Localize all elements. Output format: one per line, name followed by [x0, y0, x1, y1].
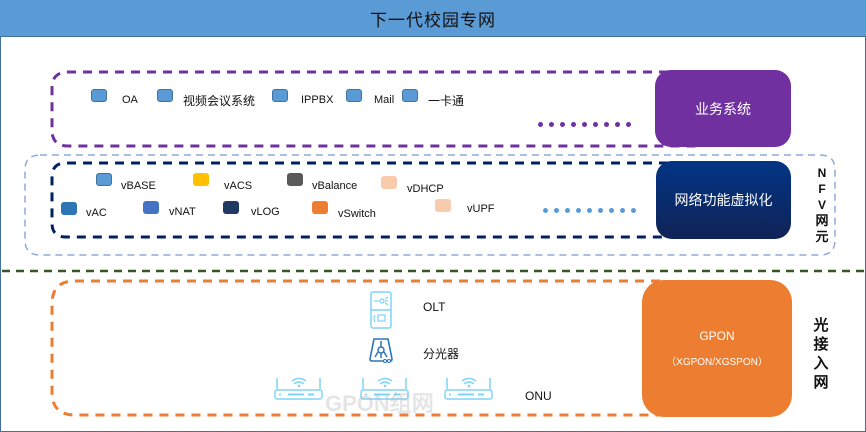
business-item-video-icon: [157, 89, 173, 102]
business-ellipsis-dots: [538, 122, 631, 127]
splitter-icon: [369, 338, 393, 363]
nfv-item-vswitch-icon: [312, 201, 328, 214]
access-side-label: 光 接 入 网: [813, 317, 829, 391]
nfv-item-vac-label: vAC: [86, 207, 107, 219]
business-item-card-label: 一卡通: [428, 94, 465, 108]
nfv-item-vnat-icon: [143, 201, 159, 214]
business-item-ippbx-label: IPPBX: [301, 94, 334, 106]
business-item-card-icon: [402, 89, 418, 102]
onu-label: ONU: [525, 389, 552, 403]
nfv-item-vbase-icon: [96, 173, 112, 186]
business-item-oa-label: OA: [122, 94, 138, 106]
business-item-video-label: 视频会议系统: [183, 94, 256, 108]
nfv-item-vbase-label: vBASE: [121, 180, 156, 192]
business-item-oa-icon: [91, 89, 107, 102]
onu-router-icon: [360, 377, 409, 400]
business-item-ippbx-icon: [272, 89, 288, 102]
business-system-box: 业务系统: [655, 70, 791, 147]
nfv-item-vupf-label: vUPF: [467, 203, 495, 215]
watermark: GPON组网: [325, 391, 434, 416]
nfv-item-vnat-label: vNAT: [169, 206, 196, 218]
olt-icon: [370, 291, 392, 329]
nfv-ellipsis-dots: [543, 208, 636, 213]
nfv-box: 网络功能虚拟化: [656, 161, 791, 239]
nfv-item-vac-icon: [61, 202, 77, 215]
nfv-side-label: N F V 网 元: [815, 166, 829, 244]
business-item-mail-icon: [346, 89, 362, 102]
business-item-mail-label: Mail: [374, 94, 395, 106]
nfv-item-vupf-icon: [435, 199, 451, 212]
olt-label: OLT: [423, 300, 446, 314]
nfv-item-vdhcp-icon: [381, 176, 397, 189]
nfv-item-vbalance-label: vBalance: [312, 180, 358, 192]
gpon-title: GPON: [699, 329, 735, 343]
nfv-item-vdhcp-label: vDHCP: [407, 183, 444, 195]
splitter-label: 分光器: [423, 347, 460, 361]
nfv-box-label: 网络功能虚拟化: [674, 192, 773, 208]
nfv-item-vlog-icon: [223, 201, 239, 214]
nfv-item-vacs-icon: [193, 173, 209, 186]
gpon-subtitle: （XGPON/XGSPON）: [666, 357, 768, 368]
gpon-box: GPON （XGPON/XGSPON）: [642, 280, 792, 417]
nfv-item-vlog-label: vLOG: [251, 206, 280, 218]
onu-router-icon: [444, 377, 493, 400]
page-title: 下一代校园专网: [0, 0, 866, 37]
nfv-item-vacs-label: vACS: [224, 180, 253, 192]
business-system-label: 业务系统: [695, 100, 751, 117]
nfv-item-vswitch-label: vSwitch: [338, 208, 376, 220]
onu-router-icon: [274, 377, 323, 400]
nfv-item-vbalance-icon: [287, 173, 303, 186]
